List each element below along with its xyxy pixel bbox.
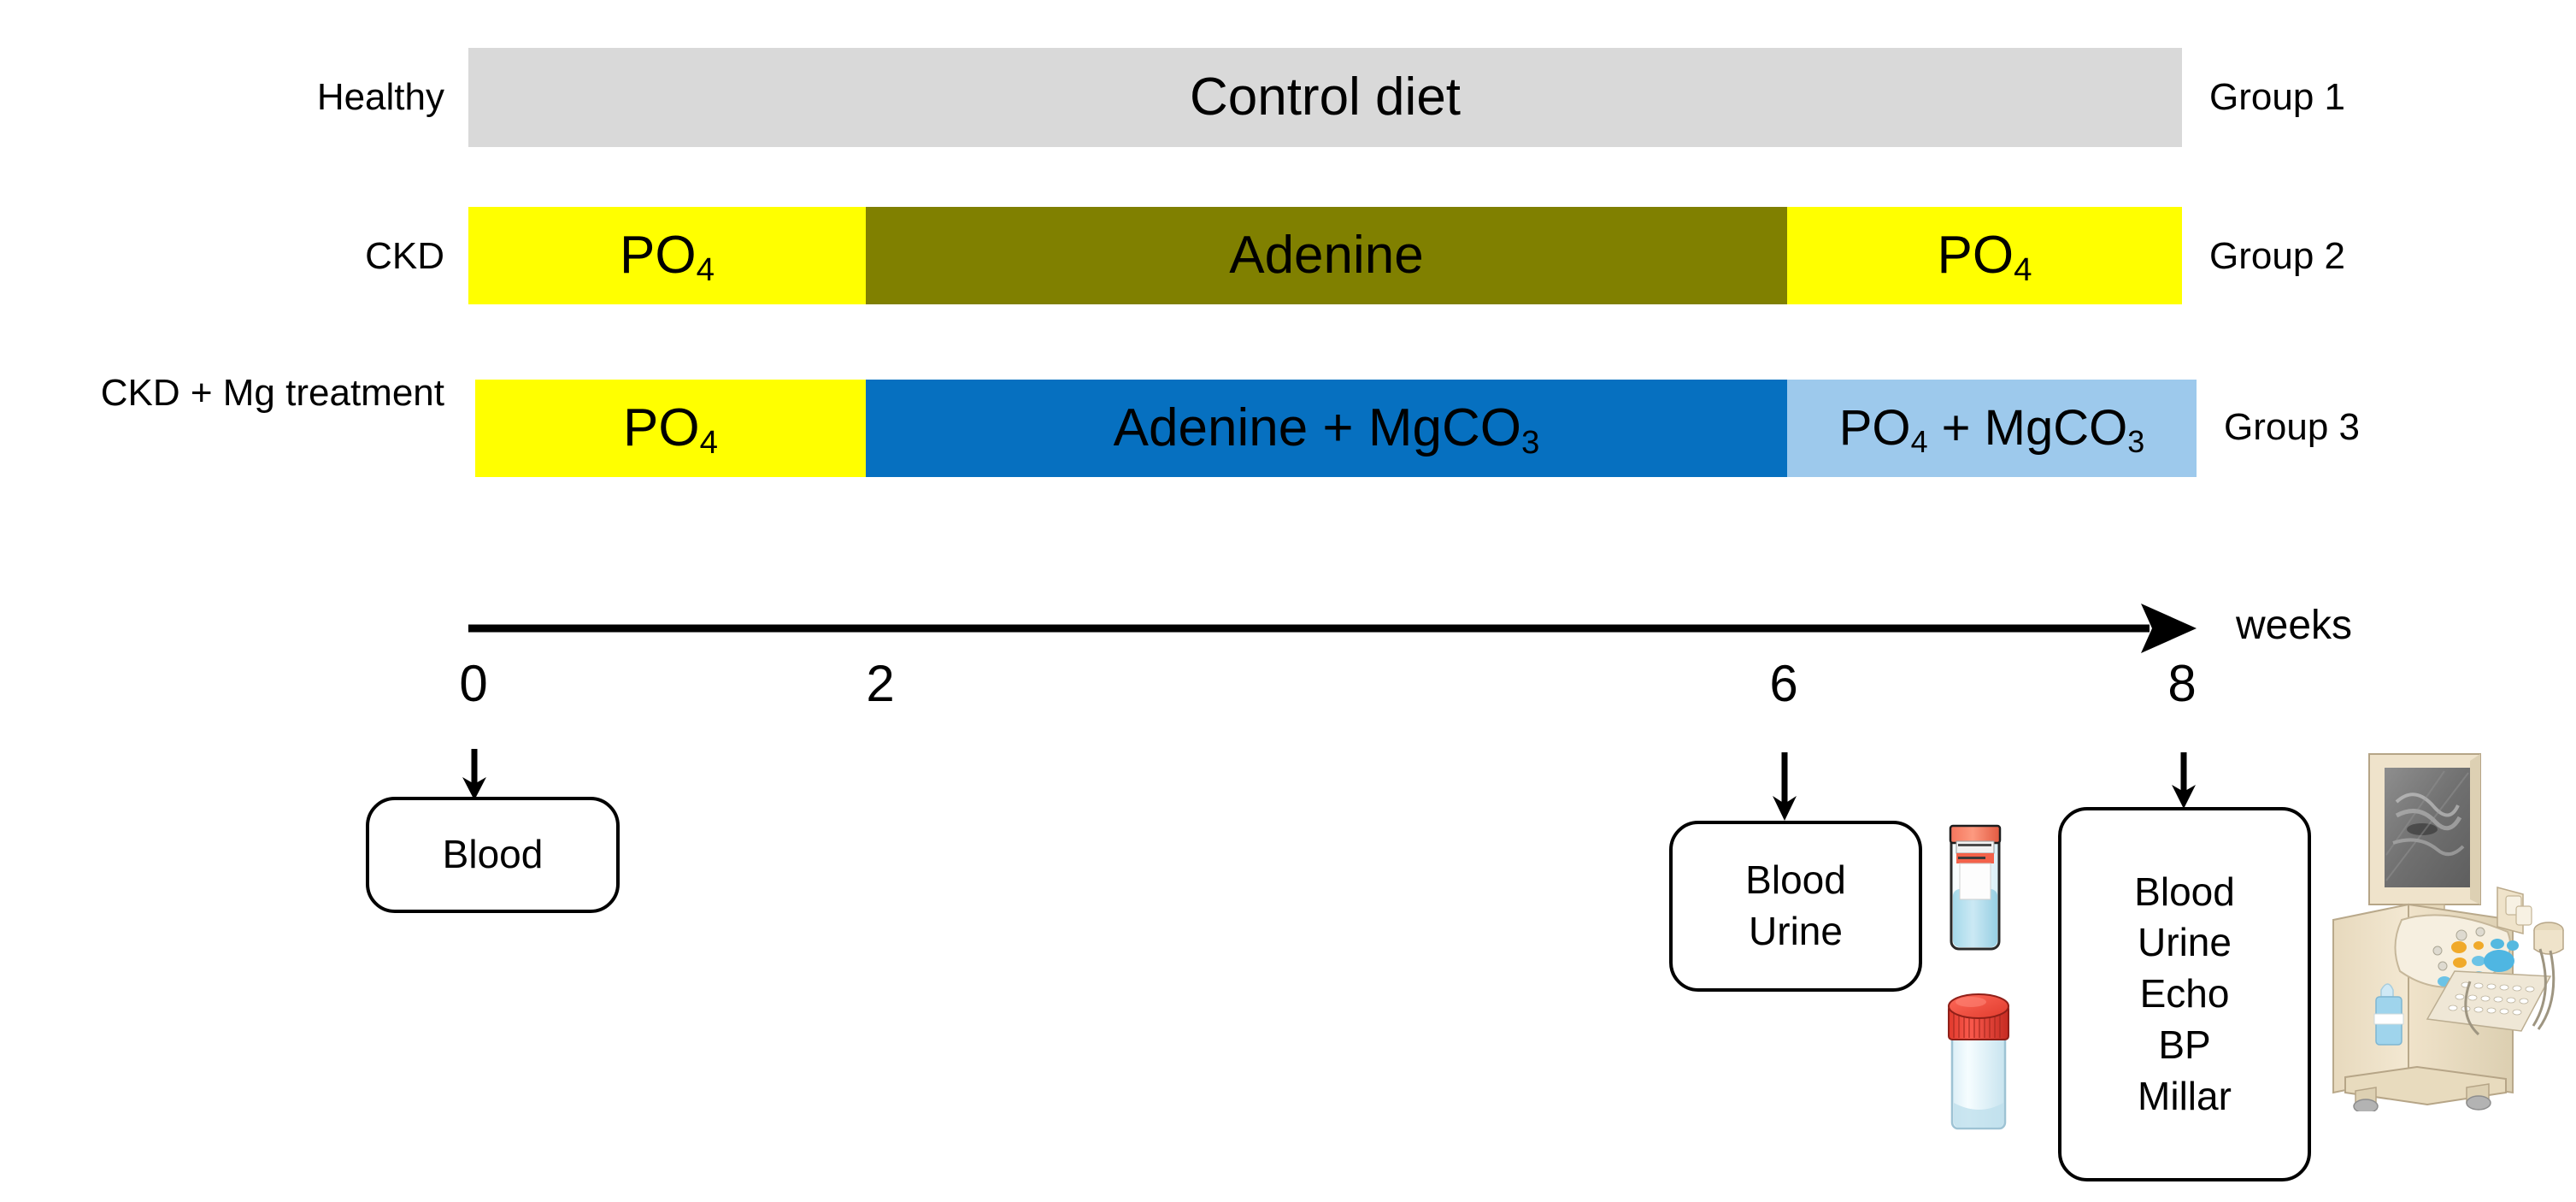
bar-po4-mgco3: PO4 + MgCO3	[1787, 380, 2197, 477]
bar-adenine-mgco3: Adenine + MgCO3	[866, 380, 1787, 477]
urine-sample-jar-icon	[1948, 993, 2009, 1130]
axis-label-weeks: weeks	[2236, 603, 2353, 648]
sample-item-blood-w8: Blood	[2134, 869, 2235, 914]
bar-po4-ckd-left: PO4	[468, 207, 866, 304]
ultrasound-machine-icon	[2332, 753, 2564, 1111]
bar-label-po4-mgco3: PO4 + MgCO3	[1839, 404, 2144, 457]
bar-control-diet: Control diet	[468, 48, 2182, 147]
tick-week-8: 8	[2167, 655, 2197, 712]
bar-po4-ckd-right: PO4	[1787, 207, 2182, 304]
row-label-ckd-mg: CKD + Mg treatment	[100, 372, 444, 414]
sample-item-blood-w0: Blood	[442, 832, 544, 877]
po4-mg-subscript: 4	[1910, 423, 1928, 459]
group-label-3: Group 3	[2224, 406, 2360, 448]
sample-box-week-6: Blood Urine	[1669, 821, 1922, 992]
row-label-ckd: CKD	[365, 235, 444, 277]
group-label-1: Group 1	[2209, 76, 2345, 118]
po4-base-3: PO	[623, 398, 700, 457]
arrow-week-8	[2172, 752, 2196, 809]
bar-label-po4-right: PO4	[1937, 226, 2032, 286]
bar-label-adenine: Adenine	[1229, 226, 1424, 285]
arrow-week-0	[462, 749, 486, 800]
sample-item-urine-w8: Urine	[2138, 920, 2232, 965]
po4-subscript: 4	[696, 251, 715, 289]
timeline-axis	[468, 604, 2197, 653]
bar-label-po4-mg-left: PO4	[623, 402, 718, 459]
sample-item-blood-w6: Blood	[1745, 857, 1846, 903]
tick-week-6: 6	[1769, 655, 1798, 712]
po4-subscript-2: 4	[2014, 251, 2032, 289]
row-label-healthy: Healthy	[316, 76, 444, 118]
mgco3-subscript: 3	[2127, 423, 2145, 459]
group-label-2: Group 2	[2209, 235, 2345, 277]
sample-item-echo-w8: Echo	[2139, 971, 2230, 1016]
bar-label-control-diet: Control diet	[1189, 68, 1461, 127]
arrow-week-6	[1773, 752, 1797, 821]
bar-adenine: Adenine	[866, 207, 1787, 304]
mgco3-base: + MgCO	[1927, 400, 2128, 456]
bar-label-adenine-mgco3: Adenine + MgCO3	[1114, 402, 1540, 459]
blood-collection-tube-icon	[1949, 824, 2002, 951]
sample-item-bp-w8: BP	[2158, 1022, 2211, 1067]
bar-label-po4-left: PO4	[620, 226, 715, 286]
sample-box-week-0: Blood	[366, 797, 620, 913]
tick-week-2: 2	[866, 655, 895, 712]
po4-base-2: PO	[1937, 226, 2014, 285]
po4-mg-base: PO	[1838, 400, 1911, 456]
sample-item-millar-w8: Millar	[2138, 1073, 2232, 1118]
adenine-mgco3-base: Adenine + MgCO	[1113, 398, 1521, 457]
sample-box-week-8: Blood Urine Echo BP Millar	[2058, 807, 2311, 1181]
tick-week-0: 0	[459, 655, 488, 712]
po4-subscript-3: 4	[699, 424, 718, 462]
bar-po4-mg-left: PO4	[475, 380, 866, 477]
sample-item-urine-w6: Urine	[1749, 909, 1843, 953]
adenine-mgco3-subscript: 3	[1520, 424, 1540, 462]
po4-base: PO	[620, 226, 697, 285]
